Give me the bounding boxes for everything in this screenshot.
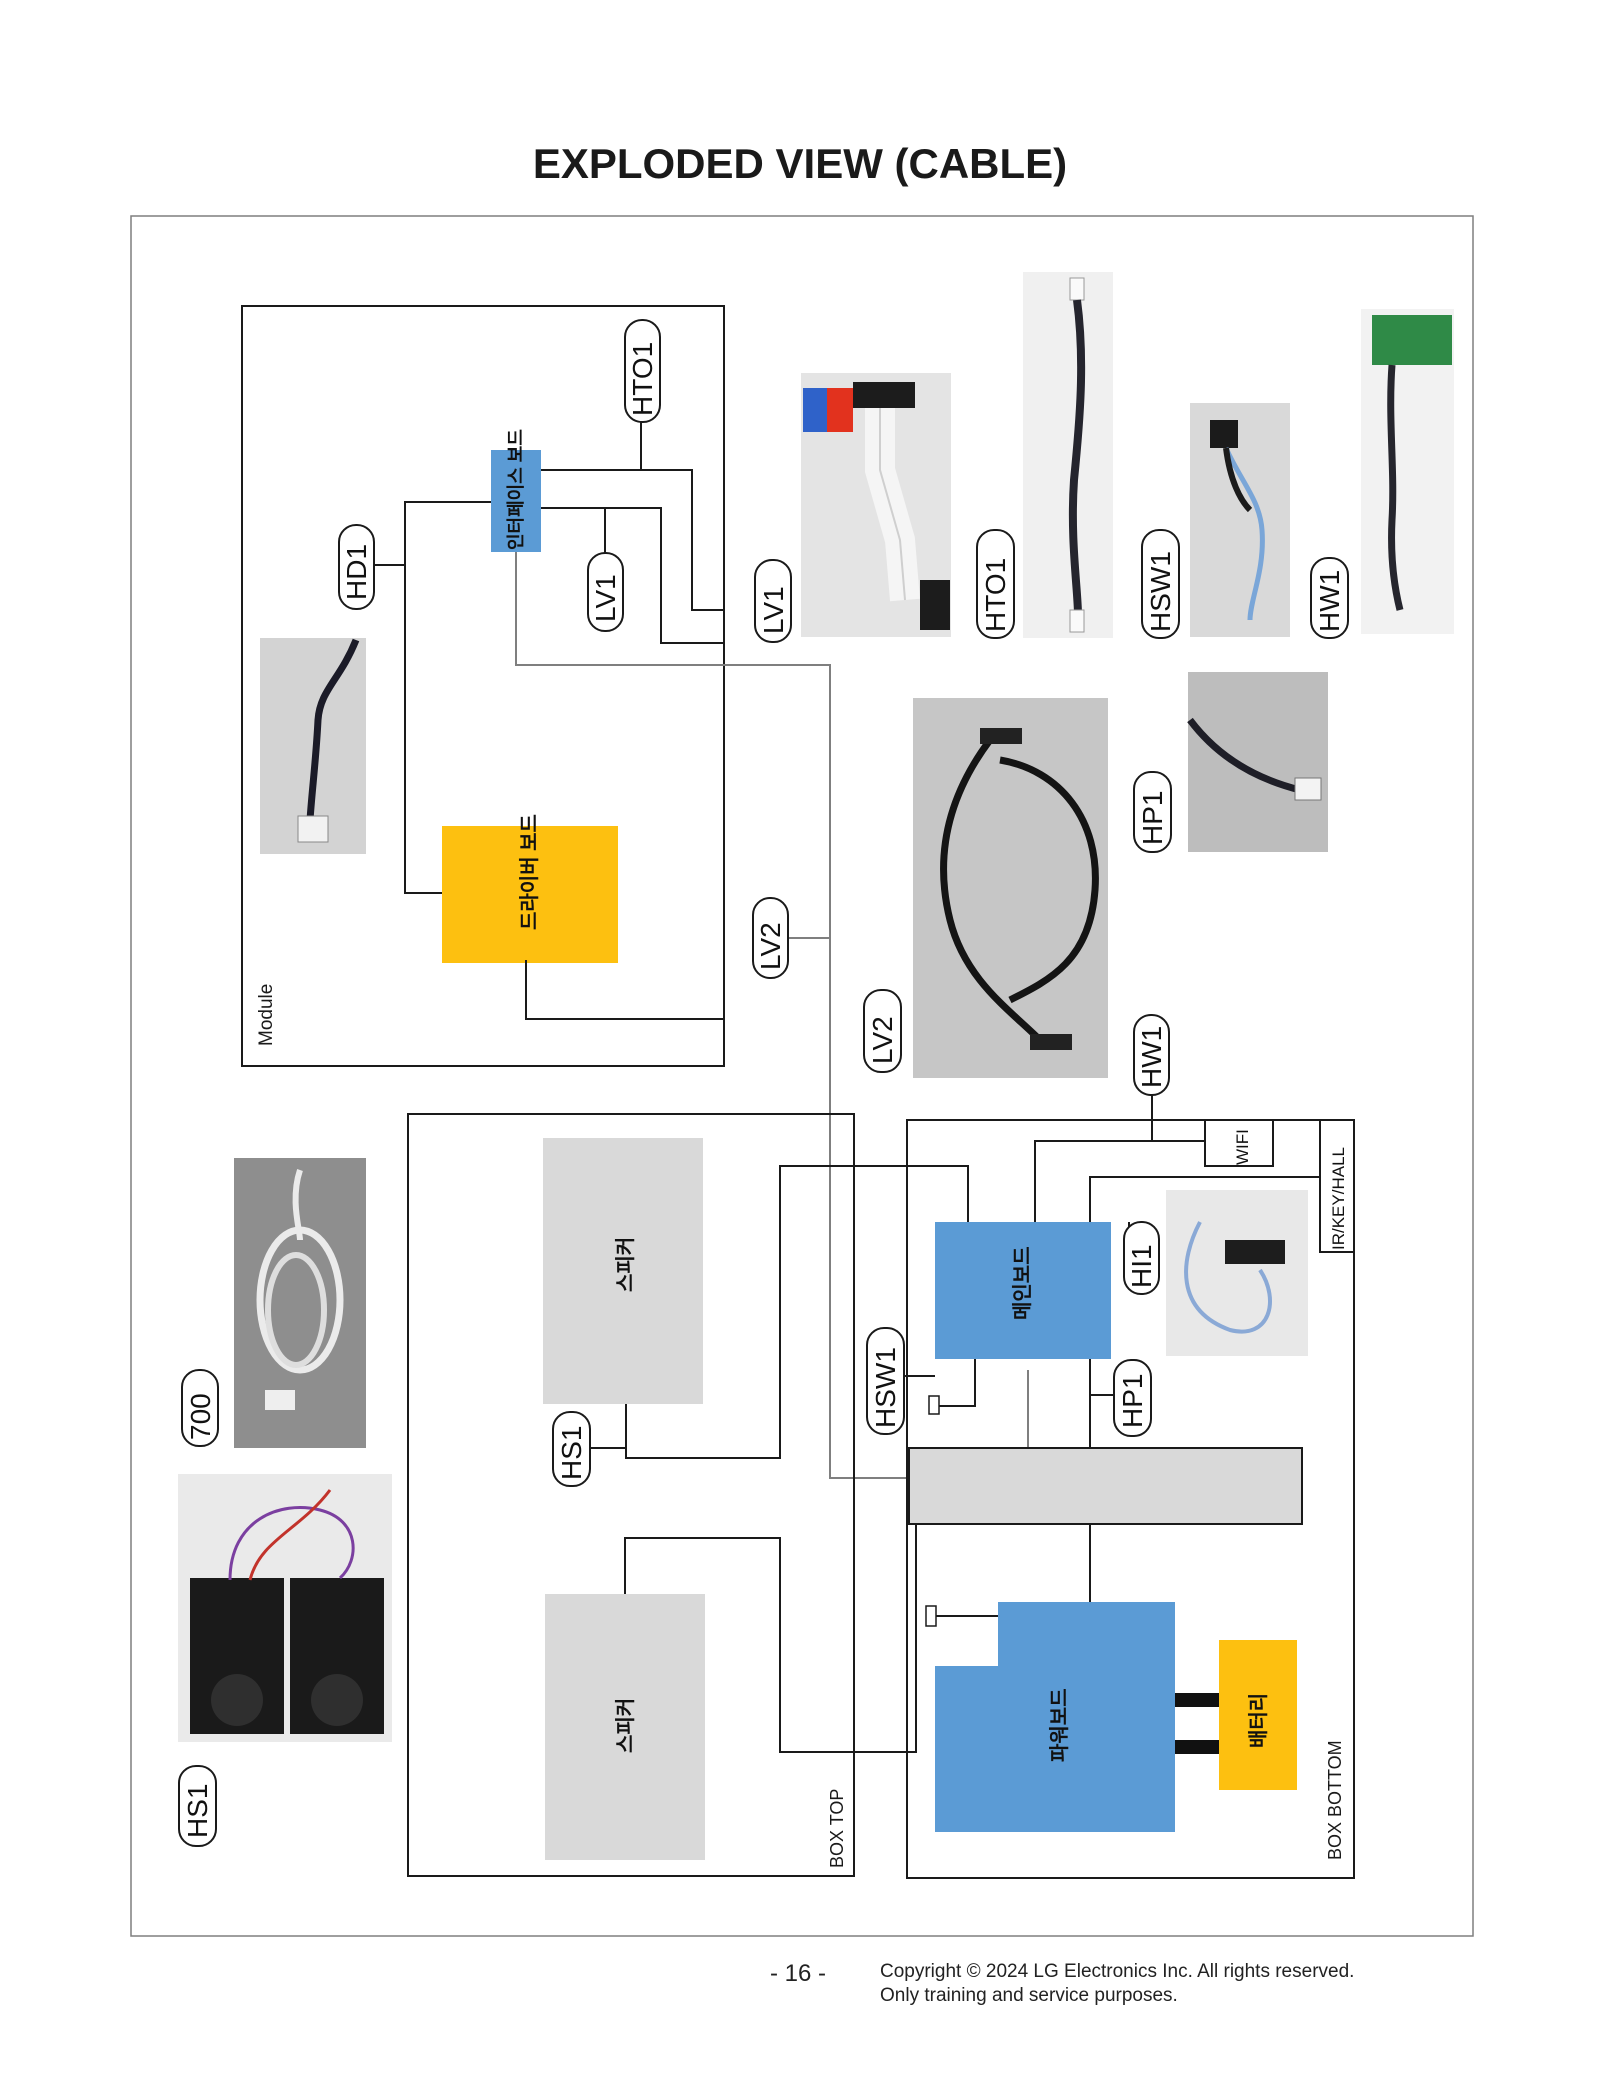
svg-text:LV1: LV1 xyxy=(590,574,621,622)
lv2-photo-callout: LV2 xyxy=(863,989,902,1073)
hp1-photo-callout: HP1 xyxy=(1133,771,1172,853)
hd1-callout: HD1 xyxy=(338,524,375,610)
box-bottom-label: BOX BOTTOM xyxy=(1325,1740,1345,1860)
svg-text:LV1: LV1 xyxy=(758,586,789,634)
hs1-photo-callout: HS1 xyxy=(178,1765,217,1847)
svg-text:HW1: HW1 xyxy=(1314,570,1345,632)
ir-key-hall-module xyxy=(1319,1119,1355,1253)
hsw1-diagram-callout: HSW1 xyxy=(866,1327,905,1435)
hw1-photo-callout: HW1 xyxy=(1310,557,1349,639)
wifi-module xyxy=(1204,1119,1274,1167)
power-board xyxy=(935,1602,1175,1832)
lv1-diagram-callout: LV1 xyxy=(587,552,624,632)
hsw1-photo-callout: HSW1 xyxy=(1141,529,1180,639)
usage-note: Only training and service purposes. xyxy=(880,1985,1178,2006)
hi1-callout: HI1 xyxy=(1123,1221,1160,1295)
module-box xyxy=(241,305,725,1067)
interface-board-label: 인터페이스 보드 xyxy=(506,429,526,550)
hp1-cable-photo xyxy=(1187,672,1328,852)
battery-connector-2 xyxy=(1175,1740,1219,1754)
svg-text:HSW1: HSW1 xyxy=(870,1347,901,1428)
hp1-diagram-callout: HP1 xyxy=(1113,1359,1152,1437)
lv2-cable-photo xyxy=(913,698,1108,1078)
hsw1-cable-photo xyxy=(1190,403,1290,637)
svg-text:HTO1: HTO1 xyxy=(627,342,658,416)
module-label: Module xyxy=(256,984,277,1046)
hto1-cable-photo xyxy=(1023,272,1113,638)
lv1-photo-callout: LV1 xyxy=(754,559,792,643)
hto1-diagram-callout: HTO1 xyxy=(624,319,661,423)
speaker-bottom-label: 스피커 xyxy=(614,1698,637,1753)
lv1-cable-photo xyxy=(801,373,951,637)
battery-connector-1 xyxy=(1175,1693,1219,1707)
svg-text:LV2: LV2 xyxy=(867,1016,898,1064)
svg-text:HS1: HS1 xyxy=(556,1426,587,1480)
module-wiring xyxy=(374,422,724,1020)
driver-board-label: 드라이버 보드 xyxy=(518,814,541,930)
svg-text:HD1: HD1 xyxy=(341,544,372,600)
svg-text:700: 700 xyxy=(185,1393,216,1440)
ir-key-hall-label: IR/KEY/HALL xyxy=(1329,1147,1348,1250)
hs1-diagram-callout: HS1 xyxy=(552,1411,591,1487)
power-cord-photo xyxy=(234,1158,366,1448)
page-title: EXPLODED VIEW (CABLE) xyxy=(532,140,1068,187)
power-board-label: 파워보드 xyxy=(1048,1688,1071,1762)
outer-frame xyxy=(130,215,1474,1937)
svg-text:HP1: HP1 xyxy=(1117,1374,1148,1428)
main-board xyxy=(935,1222,1111,1359)
hto1-photo-callout: HTO1 xyxy=(976,529,1015,639)
page-number: - 16 - xyxy=(770,1960,827,1987)
wifi-label: WIFI xyxy=(1233,1129,1252,1165)
speaker-bottom xyxy=(545,1594,705,1860)
speaker-top-label: 스피커 xyxy=(614,1237,637,1292)
box-top-label: BOX TOP xyxy=(827,1789,847,1868)
svg-text:HS1: HS1 xyxy=(182,1784,213,1838)
copyright-text: Copyright © 2024 LG Electronics Inc. All… xyxy=(880,1961,1355,1982)
box-wiring xyxy=(590,1094,1320,1753)
lv2-diagram-callout: LV2 xyxy=(752,897,789,979)
battery-label: 배터리 xyxy=(1247,1693,1270,1748)
box-top xyxy=(407,1113,855,1877)
hw1-diagram-callout: HW1 xyxy=(1133,1014,1170,1096)
hi1-cable-photo xyxy=(1166,1190,1308,1356)
svg-text:HSW1: HSW1 xyxy=(1145,551,1176,632)
speakers-photo xyxy=(178,1474,392,1742)
svg-text:HTO1: HTO1 xyxy=(980,558,1011,632)
700-photo-callout: 700 xyxy=(181,1369,219,1447)
footer-copyright: Copyright © 2024 LG Electronics Inc. All… xyxy=(880,1960,1354,2008)
svg-text:LV2: LV2 xyxy=(755,922,786,970)
svg-text:HI1: HI1 xyxy=(1126,1244,1157,1288)
interface-board xyxy=(491,450,541,552)
svg-text:HW1: HW1 xyxy=(1136,1026,1167,1088)
switch-stub xyxy=(928,1395,940,1415)
speaker-top xyxy=(543,1138,703,1404)
svg-text:HP1: HP1 xyxy=(1137,791,1168,845)
hw1-cable-photo xyxy=(1361,309,1454,634)
battery xyxy=(1219,1640,1297,1790)
driver-board xyxy=(442,826,618,963)
box-bottom xyxy=(906,1119,1355,1879)
gray-bar xyxy=(908,1447,1303,1525)
power-stub xyxy=(925,1605,937,1627)
hd1-cable-photo xyxy=(260,638,366,854)
main-board-label: 메인보드 xyxy=(1011,1246,1034,1320)
